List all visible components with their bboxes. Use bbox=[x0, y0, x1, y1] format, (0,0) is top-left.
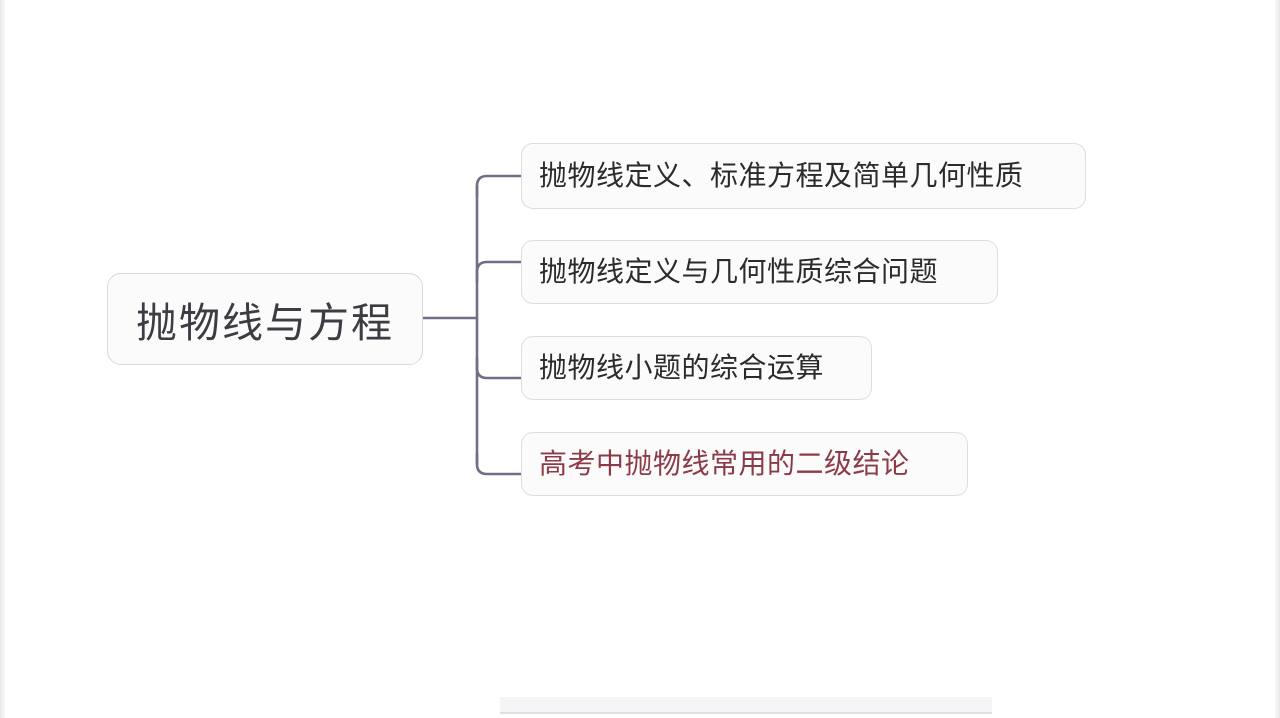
mindmap-root-node[interactable]: 抛物线与方程 bbox=[107, 273, 423, 365]
mindmap-node-label-2: 抛物线定义与几何性质综合问题 bbox=[539, 256, 939, 287]
mindmap-node-topic-4-highlighted[interactable]: 高考中抛物线常用的二级结论 bbox=[521, 432, 968, 496]
mindmap-root-label: 抛物线与方程 bbox=[136, 300, 394, 346]
mindmap-node-label-4: 高考中抛物线常用的二级结论 bbox=[539, 448, 910, 479]
mindmap-node-topic-2[interactable]: 抛物线定义与几何性质综合问题 bbox=[521, 240, 998, 304]
connector-branch-1 bbox=[475, 260, 523, 284]
connector-branch-3 bbox=[475, 452, 523, 476]
mindmap-node-label-3: 抛物线小题的综合运算 bbox=[539, 352, 825, 383]
video-progress-bar[interactable] bbox=[500, 712, 992, 714]
mindmap-node-topic-3[interactable]: 抛物线小题的综合运算 bbox=[521, 336, 872, 400]
video-player-artifact bbox=[500, 697, 992, 713]
mindmap-node-topic-1[interactable]: 抛物线定义、标准方程及简单几何性质 bbox=[521, 143, 1086, 209]
mindmap-node-label-1: 抛物线定义、标准方程及简单几何性质 bbox=[539, 160, 1024, 191]
connector-branch-0 bbox=[475, 174, 523, 198]
connector-branch-2 bbox=[475, 356, 523, 380]
